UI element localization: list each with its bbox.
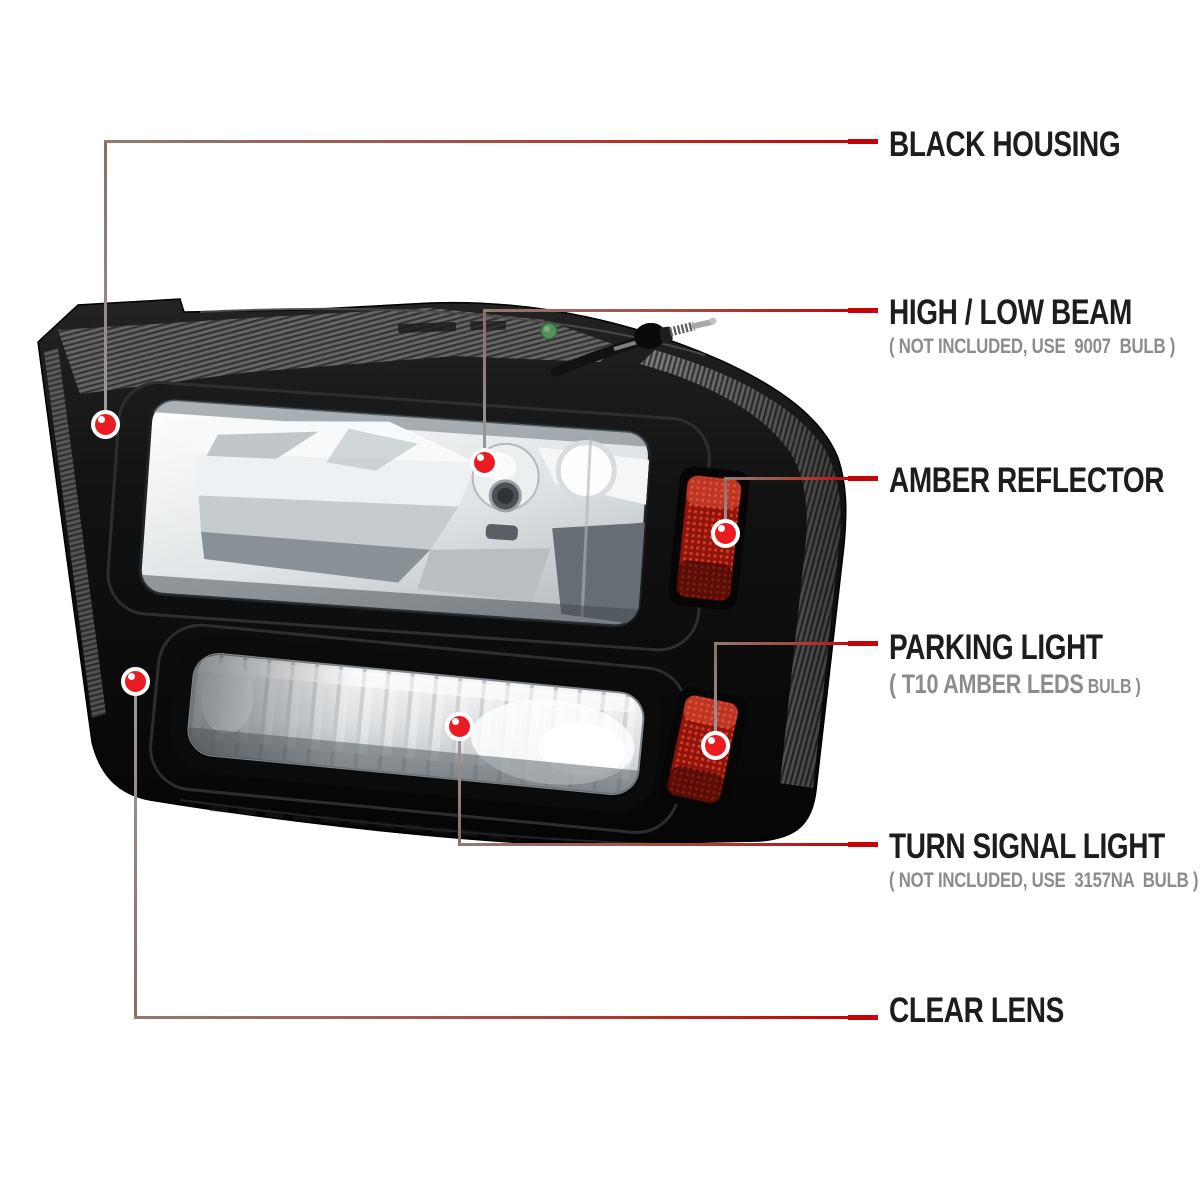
lens-lip (170, 635, 662, 813)
label-clear-lens: CLEAR LENS (889, 993, 1108, 1028)
label-black-housing: BLACK HOUSING (889, 127, 1178, 162)
leader-line-tick (848, 307, 878, 313)
label-subtitle: ( NOT INCLUDED, USE 3157NA BULB ) (889, 869, 1199, 892)
bottom-molded-text-hint (209, 805, 521, 841)
marker-dot-clear-lens (120, 666, 150, 696)
leader-line-horizontal (723, 476, 852, 480)
leader-line-horizontal (713, 641, 852, 645)
molded-stamp-mark (397, 322, 457, 333)
leader-line-tick (848, 138, 878, 144)
leader-line-vertical (133, 681, 137, 1017)
marker-dot-high-low-beam (469, 447, 499, 477)
label-title: TURN SIGNAL LIGHT (889, 827, 1165, 866)
label-subtitle: ( NOT INCLUDED, USE 9007 BULB ) (889, 335, 1176, 358)
label-title: PARKING LIGHT (889, 628, 1103, 667)
adjuster-rod (551, 317, 717, 377)
leader-line-horizontal (457, 842, 852, 846)
label-turn-signal-light: TURN SIGNAL LIGHT ( NOT INCLUDED, USE 31… (889, 829, 1200, 891)
parking-turn-chamber (149, 623, 688, 834)
leader-line-vertical (457, 726, 461, 844)
marker-dot-parking-light (700, 730, 730, 760)
label-subtitle-emphasis: ( T10 AMBER LEDS (889, 669, 1084, 699)
label-parking-light: PARKING LIGHT ( T10 AMBER LEDS BULB ) (889, 630, 1200, 698)
label-title: HIGH / LOW BEAM (889, 293, 1132, 332)
label-subtitle: ( T10 AMBER LEDS BULB ) (889, 671, 1141, 698)
marker-dot-amber-reflector (710, 518, 740, 548)
leader-line-vertical (713, 643, 717, 745)
lens-ribs (186, 651, 646, 797)
leader-line-tick (848, 841, 878, 847)
marker-dot-black-housing (90, 409, 120, 439)
leader-line-vertical (723, 478, 727, 533)
leader-line-tick (848, 475, 878, 481)
leader-line-horizontal (482, 308, 852, 312)
molded-stamp-mark2 (470, 321, 506, 330)
headlight-housing (37, 298, 847, 846)
label-high-low-beam: HIGH / LOW BEAM ( NOT INCLUDED, USE 9007… (889, 295, 1200, 357)
leader-line-horizontal (103, 139, 852, 143)
reflector-facets (138, 398, 652, 628)
label-title: AMBER REFLECTOR (889, 461, 1165, 500)
leader-line-tick (848, 1014, 878, 1020)
left-edge-band (44, 348, 106, 718)
label-title: BLACK HOUSING (889, 125, 1121, 164)
leader-line-vertical (103, 141, 107, 424)
marker-dot-turn-signal-light (444, 711, 474, 741)
sticker-sheen (544, 326, 550, 332)
leader-line-tick (848, 640, 878, 646)
leader-line-horizontal (133, 1015, 852, 1019)
leader-line-vertical (482, 310, 486, 462)
high-low-beam-chamber (106, 381, 711, 652)
label-amber-reflector: AMBER REFLECTOR (889, 463, 1200, 498)
label-title: CLEAR LENS (889, 991, 1064, 1030)
label-subtitle-small: BULB ) (1083, 676, 1141, 698)
